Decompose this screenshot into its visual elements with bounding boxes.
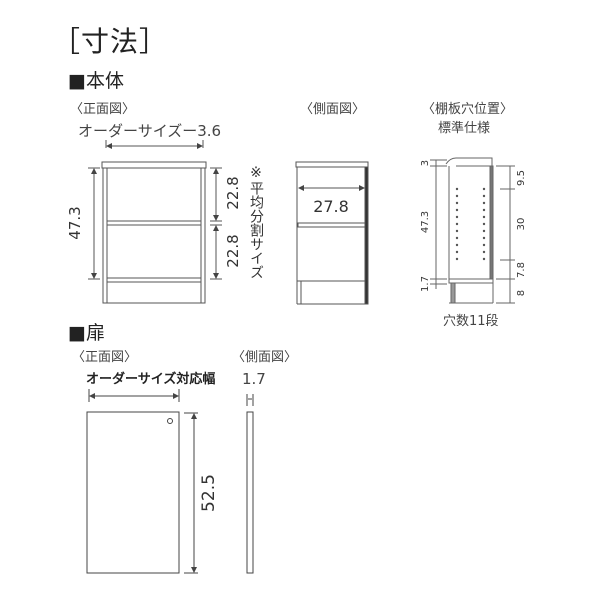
door-section-heading: ■扉 [68,322,105,344]
shelf-hole-view-label: 〈棚板穴位置〉 [422,102,514,117]
body-side-view [295,161,369,305]
hole-count-label: 穴数11段 [443,314,499,329]
shelf-dim-bottom-board: 1.7 [420,276,431,292]
shelf-dim-height: 47.3 [420,211,431,233]
shelf-holes [455,187,486,261]
shelf-dim-last-hole: 7.8 [516,262,527,278]
shelf-hole-view [430,157,515,304]
body-width-note: オーダーサイズー3.6 [78,122,222,140]
shelf-dim-top: 3 [420,160,431,166]
body-front-view [88,140,222,304]
door-width-note: オーダーサイズ対応幅 [86,372,216,387]
door-side-view-label: 〈側面図〉 [232,350,298,365]
body-height-value: 47.3 [66,206,84,239]
page-title: ［寸法］ [52,25,169,58]
shelf-dim-hole-span: 30 [516,218,527,231]
shelf-dim-plinth: 8 [516,290,527,296]
body-depth-value: 27.8 [313,197,349,216]
door-front-view [86,389,198,574]
shelf-dim-first-hole: 9.5 [516,170,527,186]
shelf-hole-sublabel: 標準仕様 [438,121,491,136]
door-side-view [246,394,254,574]
body-side-view-label: 〈側面図〉 [300,102,366,117]
door-thickness-value: 1.7 [242,370,266,388]
door-front-view-label: 〈正面図〉 [72,350,138,365]
door-height-value: 52.5 [199,474,219,512]
upper-space-value: 22.8 [224,176,242,209]
body-front-view-label: 〈正面図〉 [70,102,136,117]
average-division-note: ※平均分割サイズ [248,165,264,279]
lower-space-value: 22.8 [224,234,242,267]
body-section-heading: ■本体 [68,70,124,92]
